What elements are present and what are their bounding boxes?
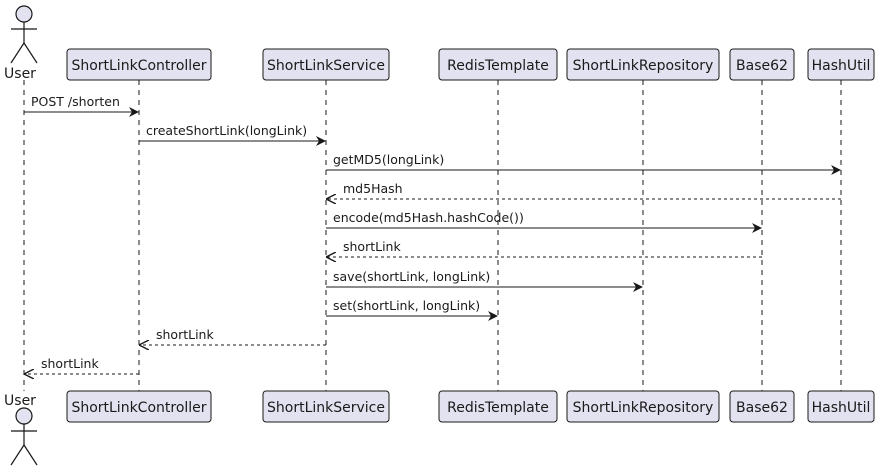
message-9: shortLink <box>140 327 326 345</box>
participant-hashutil-bottom: HashUtil <box>807 390 875 423</box>
message-5: encode(md5Hash.hashCode()) <box>326 210 762 233</box>
participant-box <box>566 48 720 81</box>
message-6: shortLink <box>327 239 762 257</box>
participant-label: HashUtil <box>812 400 871 416</box>
lifelines <box>23 80 842 391</box>
participant-box <box>729 48 795 81</box>
participant-box <box>566 390 720 423</box>
participant-controller-bottom: ShortLinkController <box>66 390 212 423</box>
participant-label: ShortLinkRepository <box>573 400 714 416</box>
message-10: shortLink <box>25 356 139 374</box>
participant-controller-top: ShortLinkController <box>66 48 212 81</box>
actor-label: User <box>4 393 36 409</box>
message-label: md5Hash <box>343 181 403 196</box>
actor-leg-left <box>10 42 25 64</box>
message-label: set(shortLink, longLink) <box>333 298 480 313</box>
participant-box <box>438 48 558 81</box>
participant-box <box>807 390 875 423</box>
message-1: POST /shorten <box>24 94 139 117</box>
participant-hashutil-top: HashUtil <box>807 48 875 81</box>
actor-head <box>15 5 33 23</box>
participant-box <box>262 48 390 81</box>
participant-box <box>66 390 212 423</box>
participant-label: ShortLinkController <box>71 58 206 74</box>
participant-label: RedisTemplate <box>447 400 549 416</box>
participant-service-top: ShortLinkService <box>262 48 390 81</box>
messages: POST /shorten createShortLink(longLink) ge… <box>24 94 841 374</box>
participant-label: ShortLinkService <box>267 400 385 416</box>
participant-box <box>262 390 390 423</box>
actor-label: User <box>4 66 36 82</box>
actor-leg-left <box>10 444 25 466</box>
participants-bottom: User ShortLinkController ShortLinkService R… <box>4 390 875 466</box>
message-label: save(shortLink, longLink) <box>333 269 490 284</box>
participant-box <box>807 48 875 81</box>
participant-label: HashUtil <box>812 58 871 74</box>
participant-label: ShortLinkController <box>71 400 206 416</box>
participant-label: Base62 <box>736 58 788 74</box>
message-label: createShortLink(longLink) <box>146 123 307 138</box>
actor-head <box>15 407 33 425</box>
message-label: encode(md5Hash.hashCode()) <box>333 210 524 225</box>
actor-leg-right <box>23 42 38 64</box>
participant-label: ShortLinkService <box>267 58 385 74</box>
participant-box <box>729 390 795 423</box>
message-7: save(shortLink, longLink) <box>326 269 643 292</box>
actor-user-bottom: User <box>4 393 38 466</box>
participant-repository-bottom: ShortLinkRepository <box>566 390 720 423</box>
message-label: getMD5(longLink) <box>333 152 444 167</box>
participant-base62-top: Base62 <box>729 48 795 81</box>
participant-box <box>438 390 558 423</box>
actor-leg-right <box>23 444 38 466</box>
message-2: createShortLink(longLink) <box>139 123 326 146</box>
participant-label: ShortLinkRepository <box>573 58 714 74</box>
message-label: shortLink <box>343 239 401 254</box>
message-8: set(shortLink, longLink) <box>326 298 498 321</box>
participants-top: User ShortLinkController ShortLinkService R… <box>4 5 875 82</box>
participant-box <box>66 48 212 81</box>
participant-service-bottom: ShortLinkService <box>262 390 390 423</box>
message-label: shortLink <box>41 356 99 371</box>
participant-redis-bottom: RedisTemplate <box>438 390 558 423</box>
participant-label: RedisTemplate <box>447 58 549 74</box>
participant-base62-bottom: Base62 <box>729 390 795 423</box>
message-label: shortLink <box>156 327 214 342</box>
message-3: getMD5(longLink) <box>326 152 841 175</box>
message-label: POST /shorten <box>31 94 120 109</box>
participant-redis-top: RedisTemplate <box>438 48 558 81</box>
message-4: md5Hash <box>327 181 841 199</box>
participant-label: Base62 <box>736 400 788 416</box>
actor-user-top: User <box>4 5 38 82</box>
participant-repository-top: ShortLinkRepository <box>566 48 720 81</box>
